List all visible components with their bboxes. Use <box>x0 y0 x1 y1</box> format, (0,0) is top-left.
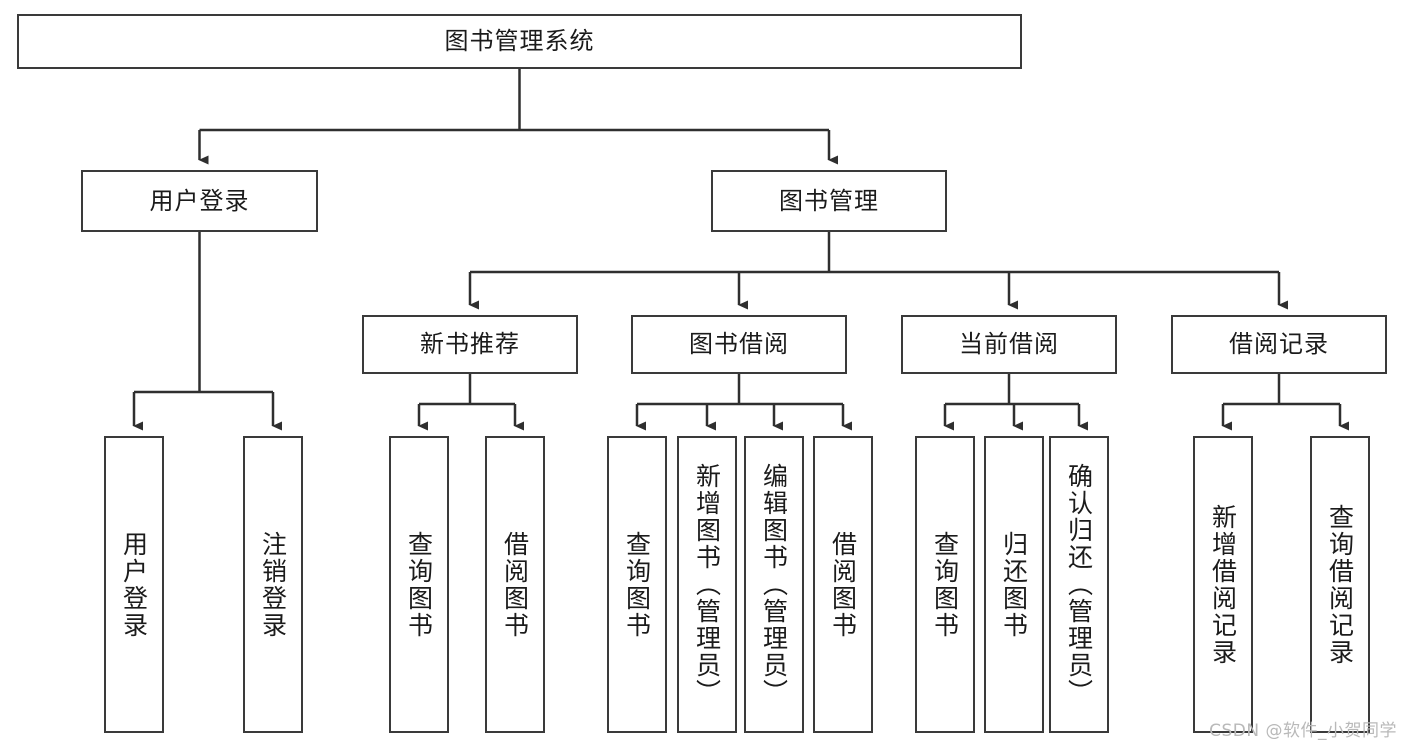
node-leaf-user-login[interactable]: 用户登录 <box>104 436 164 733</box>
node-label: 查询借阅记录 <box>1325 503 1355 666</box>
node-root[interactable]: 图书管理系统 <box>17 14 1022 69</box>
node-borrow[interactable]: 图书借阅 <box>631 315 847 374</box>
node-label: 新增图书（管理员） <box>692 463 722 706</box>
node-label: 用户登录 <box>119 530 149 639</box>
node-leaf-cur-query[interactable]: 查询图书 <box>915 436 975 733</box>
node-leaf-bw-query[interactable]: 查询图书 <box>607 436 667 733</box>
node-leaf-cur-confirm[interactable]: 确认归还（管理员） <box>1049 436 1109 733</box>
node-label: 查询图书 <box>930 530 960 639</box>
node-newbook[interactable]: 新书推荐 <box>362 315 578 374</box>
node-leaf-user-logout[interactable]: 注销登录 <box>243 436 303 733</box>
csdn-watermark: CSDN @软件_小贺同学 <box>1209 721 1397 741</box>
node-leaf-nb-borrow[interactable]: 借阅图书 <box>485 436 545 733</box>
node-label: 用户登录 <box>149 186 250 215</box>
node-label: 图书管理系统 <box>444 27 595 56</box>
node-label: 查询图书 <box>404 530 434 639</box>
node-label: 确认归还（管理员） <box>1064 463 1094 706</box>
node-label: 借阅图书 <box>828 530 858 639</box>
node-leaf-bw-borrow[interactable]: 借阅图书 <box>813 436 873 733</box>
node-label: 查询图书 <box>622 530 652 639</box>
node-label: 图书借阅 <box>689 330 789 359</box>
node-leaf-nb-query[interactable]: 查询图书 <box>389 436 449 733</box>
node-leaf-rec-add[interactable]: 新增借阅记录 <box>1193 436 1253 733</box>
node-bookmgmt[interactable]: 图书管理 <box>711 170 947 232</box>
node-label: 新书推荐 <box>420 330 520 359</box>
node-login[interactable]: 用户登录 <box>81 170 318 232</box>
node-leaf-cur-return[interactable]: 归还图书 <box>984 436 1044 733</box>
node-label: 借阅记录 <box>1229 330 1329 359</box>
node-label: 借阅图书 <box>500 530 530 639</box>
node-label: 编辑图书（管理员） <box>759 463 789 706</box>
node-label: 当前借阅 <box>959 330 1059 359</box>
node-label: 图书管理 <box>779 186 879 215</box>
node-label: 新增借阅记录 <box>1208 503 1238 666</box>
node-label: 归还图书 <box>999 530 1029 639</box>
node-leaf-bw-edit[interactable]: 编辑图书（管理员） <box>744 436 804 733</box>
node-label: 注销登录 <box>258 530 288 639</box>
node-records[interactable]: 借阅记录 <box>1171 315 1387 374</box>
node-leaf-bw-add[interactable]: 新增图书（管理员） <box>677 436 737 733</box>
node-leaf-rec-query[interactable]: 查询借阅记录 <box>1310 436 1370 733</box>
node-current[interactable]: 当前借阅 <box>901 315 1117 374</box>
